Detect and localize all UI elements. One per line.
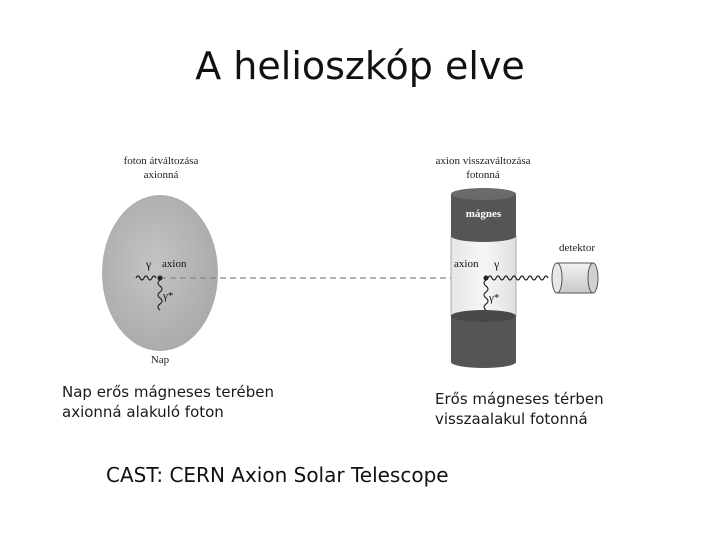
label-axion-to-photon-line1: axion visszaváltozása: [436, 155, 531, 167]
magnet-top-block: [451, 194, 516, 236]
magnet-label: mágnes: [466, 208, 502, 220]
detector-front-face: [551, 262, 563, 294]
sun-sphere: [102, 195, 218, 351]
caption-right: Erős mágneses térben visszaalakul fotonn…: [435, 390, 604, 428]
virtual-photon-wave-left: [157, 279, 163, 311]
slide-title: A helioszkóp elve: [195, 44, 525, 88]
axion-label-right: axion: [454, 258, 479, 270]
magnet-bottom-cap: [451, 356, 516, 368]
label-photon-to-axion-line2: axionná: [144, 169, 179, 181]
magnet-bottom-block: [451, 316, 516, 362]
conversion-vertex-right: [483, 275, 489, 281]
label-photon-to-axion-line1: foton átváltozása: [124, 155, 199, 167]
conversion-vertex-left: [157, 275, 163, 281]
gamma-star-label-left: γ*: [162, 290, 173, 302]
outgoing-photon-wave: [487, 275, 549, 281]
virtual-photon-wave-right: [483, 279, 489, 311]
footer-text: CAST: CERN Axion Solar Telescope: [106, 463, 449, 487]
magnet-top-rim: [451, 230, 516, 242]
detector-back-face: [587, 262, 599, 294]
sun-label: Nap: [151, 354, 170, 366]
magnet-bottom-top-rim: [451, 310, 516, 322]
magnet-top-cap: [451, 188, 516, 200]
axion-label-left: axion: [162, 258, 187, 270]
detector-body: [556, 262, 594, 294]
gamma-label-right: γ: [493, 257, 500, 271]
detector-label: detektor: [559, 242, 595, 254]
caption-left: Nap erős mágneses terében axionná alakul…: [62, 383, 274, 421]
gamma-star-label-right: γ*: [488, 292, 499, 304]
incoming-photon-wave: [135, 275, 157, 281]
label-axion-to-photon-line2: fotonná: [466, 169, 500, 181]
gamma-label-left: γ: [145, 257, 152, 271]
